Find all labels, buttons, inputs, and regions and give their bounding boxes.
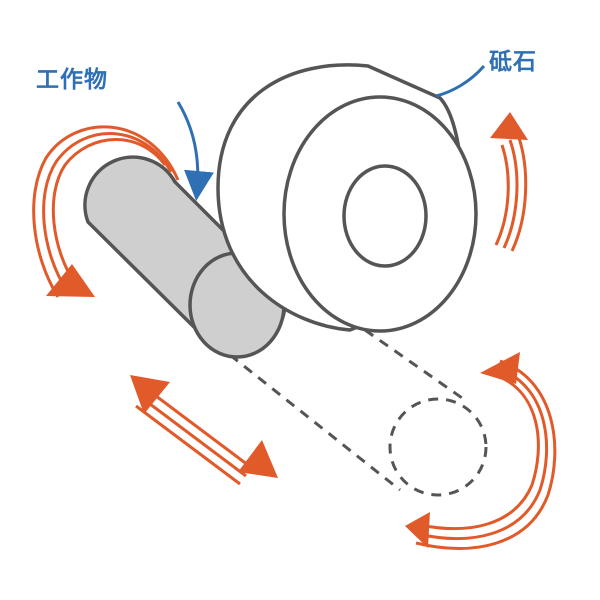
workpiece-rotation-arrow xyxy=(32,125,180,298)
grinding-wheel xyxy=(216,63,478,333)
ghost-end-circle xyxy=(388,397,488,497)
grinding-wheel-label: 砥石 xyxy=(489,49,537,75)
workpiece-label: 工作物 xyxy=(36,67,108,93)
wheel-hole xyxy=(342,164,428,268)
ghost-rotation-arrow xyxy=(405,352,557,550)
wheel-leader-line xyxy=(435,65,486,98)
wheel-rotation-arrow xyxy=(490,112,528,252)
ghost-bottom-edge xyxy=(229,353,401,492)
workpiece-traverse-ghost xyxy=(229,328,488,497)
workpiece-leader-line xyxy=(176,101,214,201)
ghost-top-edge xyxy=(364,328,466,402)
traverse-double-arrow xyxy=(130,375,278,486)
